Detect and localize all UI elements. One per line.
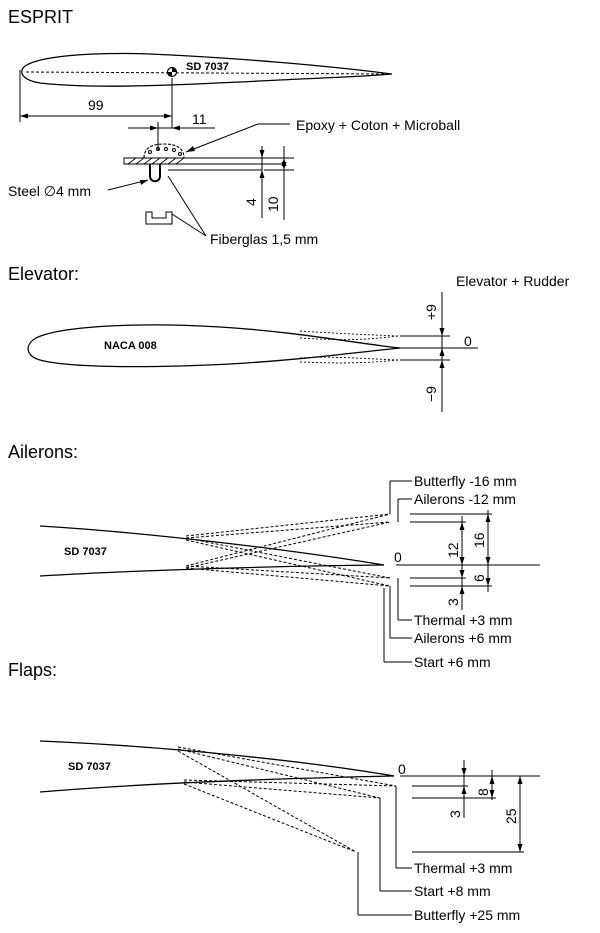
esprit-dim-11: 11	[192, 111, 207, 127]
esprit-chord-line	[25, 71, 391, 75]
flaps-thermal-label: Thermal +3 mm	[414, 860, 512, 876]
ailerons-dim-3: 3	[445, 598, 461, 606]
ailerons-airfoil-lower	[39, 564, 385, 577]
epoxy-blob	[143, 143, 185, 159]
flaps-start-label: Start +8 mm	[414, 883, 491, 899]
esprit-fiberglas-label: Fiberglas 1,5 mm	[210, 231, 318, 247]
ailerons-dim-6: 6	[471, 574, 487, 582]
elevator-zero: 0	[464, 333, 472, 349]
flaps-zero: 0	[398, 761, 406, 777]
elevator-minus9: −9	[423, 386, 439, 402]
flaps-airfoil-upper	[39, 740, 395, 777]
flaps-butterfly-label: Butterfly +25 mm	[414, 907, 520, 923]
ailerons-dim-16: 16	[471, 532, 487, 548]
esprit-dim-10: 10	[265, 196, 281, 212]
esprit-title: ESPRIT	[8, 7, 73, 27]
epoxy-leader	[185, 123, 259, 153]
fiberglas-leader-2	[171, 213, 207, 237]
flaps-title: Flaps:	[8, 660, 57, 680]
elevator-plus9: +9	[423, 304, 439, 320]
esprit-airfoil-outline	[21, 52, 393, 87]
esprit-steel-label: Steel ∅4 mm	[8, 183, 91, 199]
flaps-dim-3: 3	[447, 810, 463, 818]
ailerons-ailerons-up-label: Ailerons -12 mm	[414, 491, 516, 507]
flaps-section: Flaps: SD 7037 0 Thermal +3 mm Start +8 …	[8, 660, 540, 923]
elevator-legend: Elevator + Rudder	[456, 273, 570, 289]
ailerons-thermal-label: Thermal +3 mm	[414, 612, 512, 628]
ailerons-butterfly-label: Butterfly -16 mm	[414, 473, 517, 489]
flaps-dim-8: 8	[475, 788, 491, 796]
esprit-airfoil-label: SD 7037	[186, 61, 229, 73]
fiberglas-fork-icon	[145, 211, 173, 225]
fiberglas-leader-1	[167, 175, 207, 237]
ailerons-section: Ailerons: SD 7037 0 Butterfly -16 mm Ail…	[8, 442, 540, 670]
elevator-section: Elevator: Elevator + Rudder NACA 008 +9 …	[8, 264, 570, 412]
ailerons-dim-12: 12	[445, 542, 461, 558]
ailerons-airfoil-upper	[39, 525, 385, 566]
flaps-dim-25: 25	[503, 808, 519, 824]
horn-detail	[123, 143, 285, 225]
ailerons-start-label: Start +6 mm	[414, 654, 491, 670]
esprit-dim-4: 4	[243, 198, 259, 206]
elevator-airfoil-label: NACA 008	[104, 340, 157, 352]
steel-wire	[149, 164, 161, 183]
esprit-dim-99: 99	[88, 97, 104, 113]
esprit-section: ESPRIT SD 7037 99 11	[8, 7, 460, 247]
elevator-airfoil-outline	[27, 324, 401, 368]
flaps-airfoil-label: SD 7037	[68, 761, 111, 773]
ailerons-ailerons-down-label: Ailerons +6 mm	[414, 630, 512, 646]
ailerons-title: Ailerons:	[8, 442, 78, 462]
ailerons-zero: 0	[394, 549, 402, 565]
ailerons-airfoil-label: SD 7037	[64, 546, 107, 558]
elevator-title: Elevator:	[8, 264, 79, 284]
esprit-epoxy-label: Epoxy + Coton + Microball	[296, 117, 460, 133]
